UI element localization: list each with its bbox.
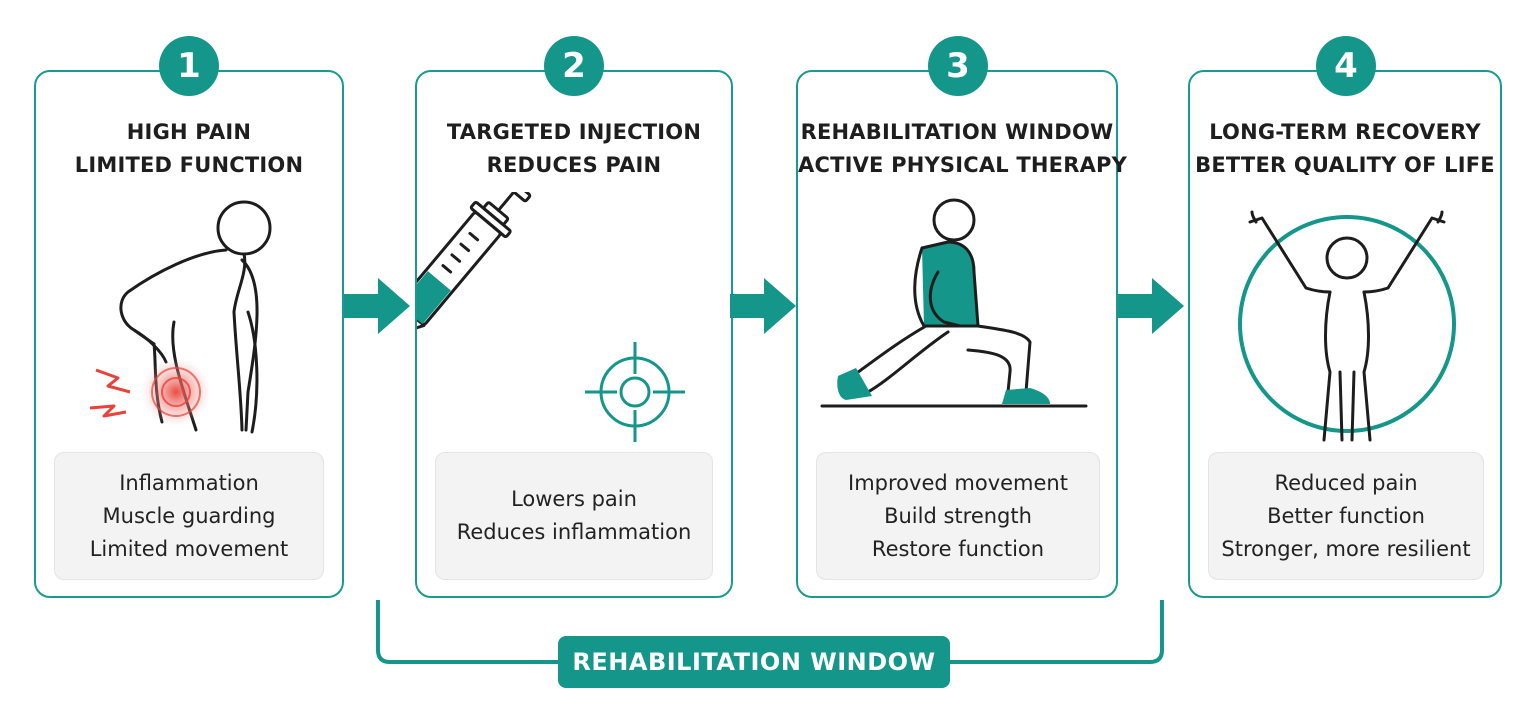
step-card-1: HIGH PAIN LIMITED FUNCTION Infl bbox=[34, 70, 344, 598]
detail-item: Reduces inflammation bbox=[456, 520, 692, 544]
detail-item: Muscle guarding bbox=[102, 503, 276, 528]
syringe-target-icon bbox=[417, 192, 685, 442]
step-card-4: LONG-TERM RECOVERY BETTER QUALITY OF LIF… bbox=[1188, 70, 1502, 598]
arrow-right-icon bbox=[1118, 278, 1184, 334]
detail-item: Reduced pain bbox=[1274, 470, 1418, 495]
detail-item: Inflammation bbox=[119, 470, 259, 495]
person-back-pain-icon bbox=[89, 200, 272, 434]
step-1-badge: 1 bbox=[159, 36, 219, 96]
rehabilitation-window-label: REHABILITATION WINDOW bbox=[558, 636, 950, 688]
detail-item: Better function bbox=[1267, 503, 1425, 528]
lunge-exercise-icon bbox=[820, 198, 1088, 408]
step-2-badge: 2 bbox=[544, 36, 604, 96]
detail-item: Lowers pain bbox=[511, 487, 637, 511]
detail-item: Stronger, more resilient bbox=[1221, 536, 1471, 561]
step-1-title: HIGH PAIN LIMITED FUNCTION bbox=[74, 120, 304, 177]
detail-item: Restore function bbox=[871, 536, 1045, 561]
detail-item: Improved movement bbox=[848, 470, 1068, 495]
step-4-badge: 4 bbox=[1316, 36, 1376, 96]
step-card-3: REHABILITATION WINDOW ACTIVE PHYSICAL TH… bbox=[796, 70, 1128, 598]
step-4-title: LONG-TERM RECOVERY BETTER QUALITY OF LIF… bbox=[1195, 120, 1495, 177]
step-2-details: Lowers pain Reduces inflammation bbox=[435, 452, 713, 580]
step-card-2: TARGETED INJECTION REDUCES PAIN bbox=[415, 70, 733, 598]
step-3-details: Improved movement Build strength Restore… bbox=[816, 452, 1100, 580]
lightning-icon bbox=[89, 404, 127, 418]
detail-item: Build strength bbox=[884, 503, 1032, 528]
step-1-details: Inflammation Muscle guarding Limited mov… bbox=[54, 452, 324, 580]
arrow-right-icon bbox=[730, 278, 796, 334]
step-3-badge: 3 bbox=[928, 36, 988, 96]
arms-raised-person-icon bbox=[1238, 210, 1456, 442]
detail-item: Limited movement bbox=[89, 536, 289, 561]
step-3-title: REHABILITATION WINDOW ACTIVE PHYSICAL TH… bbox=[798, 120, 1128, 177]
lightning-icon bbox=[95, 368, 131, 394]
arrow-right-icon bbox=[344, 278, 410, 334]
step-2-title: TARGETED INJECTION REDUCES PAIN bbox=[446, 120, 702, 177]
step-4-details: Reduced pain Better function Stronger, m… bbox=[1208, 452, 1484, 580]
